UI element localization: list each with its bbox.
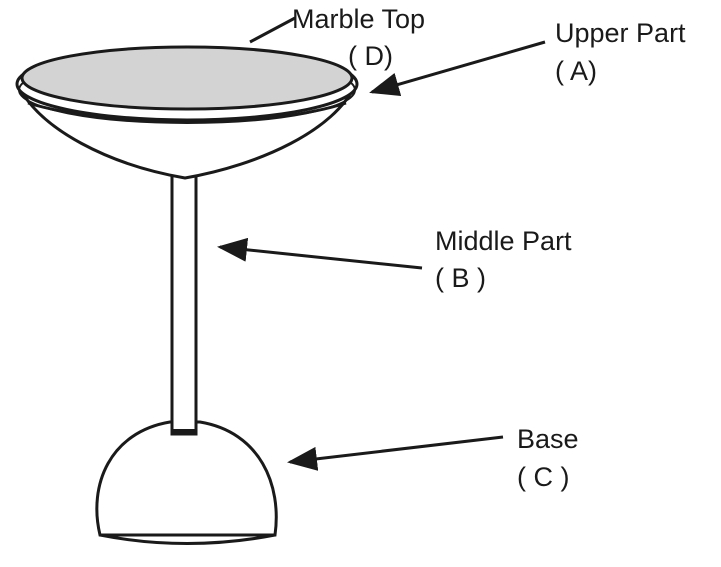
table-middle-pole <box>170 170 198 436</box>
middle-part-code: ( B ) <box>435 263 486 293</box>
middle-part-arrow <box>217 237 423 270</box>
marble-top-code: ( D) <box>348 41 393 71</box>
marble-top-leader <box>249 16 296 44</box>
upper-part-label: Upper Part <box>555 18 686 48</box>
base-arrow <box>287 435 504 471</box>
table-base <box>95 420 278 545</box>
middle-part-label: Middle Part <box>435 226 572 256</box>
marble-top-label: Marble Top <box>292 4 425 34</box>
base-code: ( C ) <box>517 462 569 492</box>
base-label: Base <box>517 424 579 454</box>
upper-part-arrow <box>369 40 546 97</box>
upper-part-code: ( A) <box>555 56 597 86</box>
marble-top <box>20 45 354 111</box>
